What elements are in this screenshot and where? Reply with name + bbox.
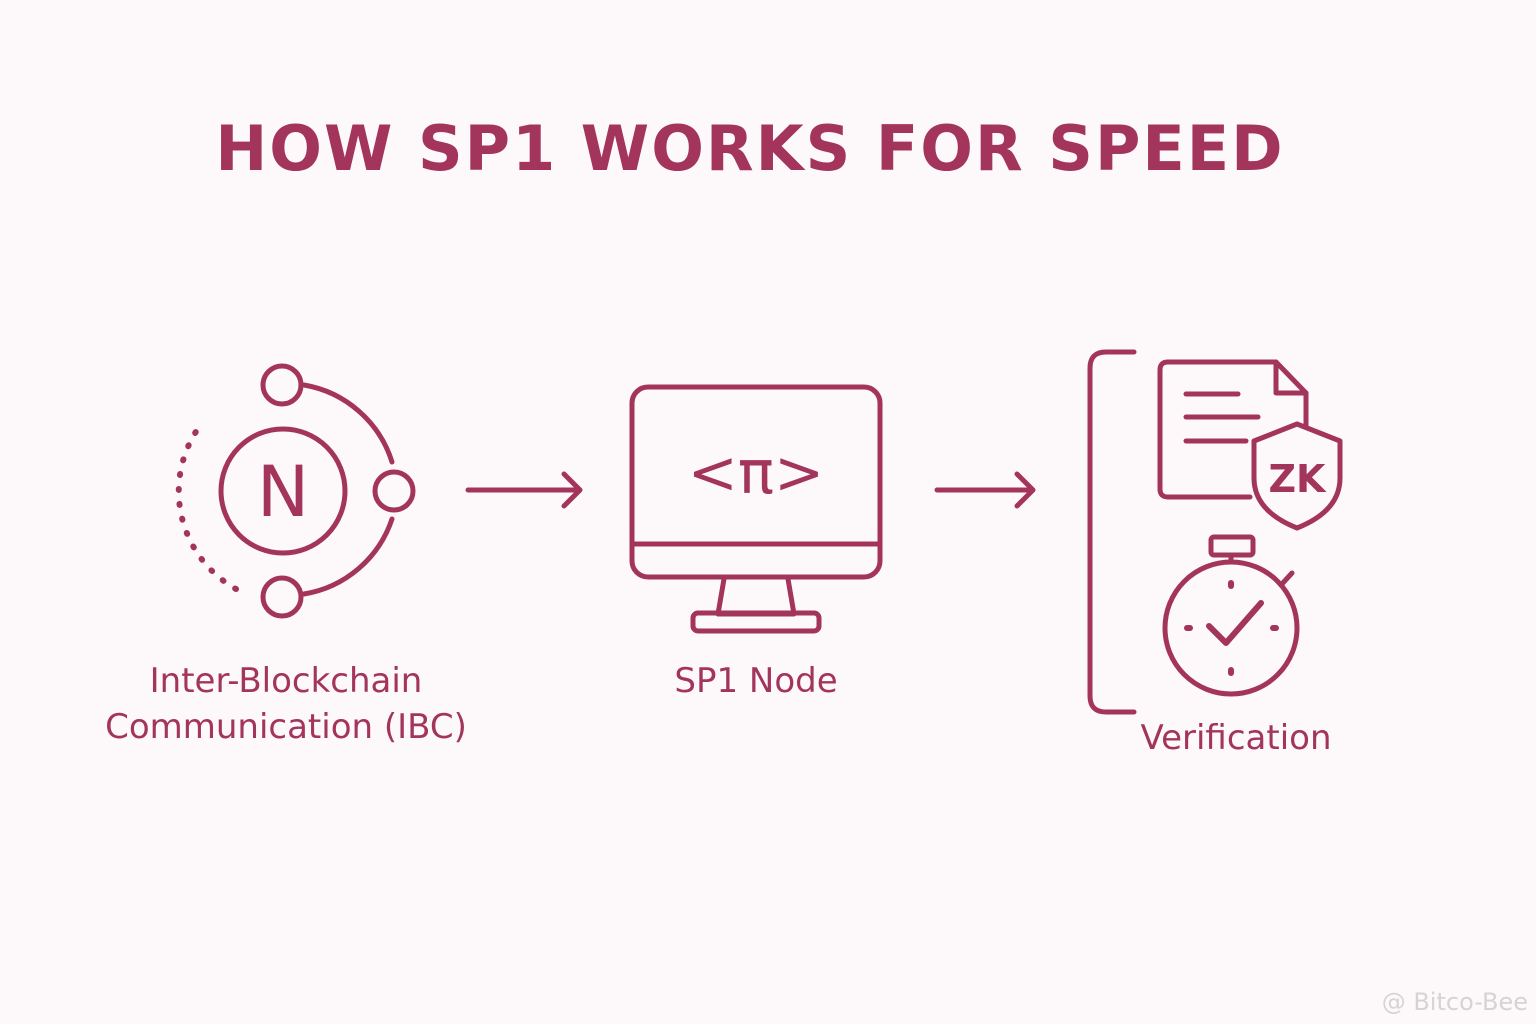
ibc-network-icon: N <box>175 363 416 619</box>
flow-arrow-1 <box>465 471 583 509</box>
screen-code-glyph: <π> <box>688 438 825 508</box>
zk-proof-document-icon: ZK <box>1157 359 1343 531</box>
central-node-circle <box>218 426 348 556</box>
satellite-node-bottom <box>260 575 304 619</box>
ibc-label-line2: Communication (IBC) <box>105 707 467 747</box>
sp1-node-label: SP1 Node <box>674 661 838 701</box>
stopwatch-check-icon <box>1162 534 1300 697</box>
node-letter: N <box>257 451 309 533</box>
verification-bracket <box>1087 349 1137 715</box>
diagram-title: HOW SP1 WORKS FOR SPEED <box>215 112 1285 185</box>
monitor-code-icon: <π> <box>629 384 883 634</box>
ibc-label-line1: Inter-Blockchain <box>149 661 423 701</box>
satellite-node-right <box>372 469 416 513</box>
verification-label: Verification <box>1140 718 1332 758</box>
shield-icon <box>1251 421 1343 531</box>
satellite-node-top <box>260 363 304 407</box>
flow-arrow-2 <box>934 471 1036 509</box>
watermark: @ Bitco-Bee <box>1381 988 1528 1016</box>
ibc-label: Inter-Blockchain Communication (IBC) <box>86 658 486 750</box>
shield-zk-text: ZK <box>1269 457 1328 501</box>
